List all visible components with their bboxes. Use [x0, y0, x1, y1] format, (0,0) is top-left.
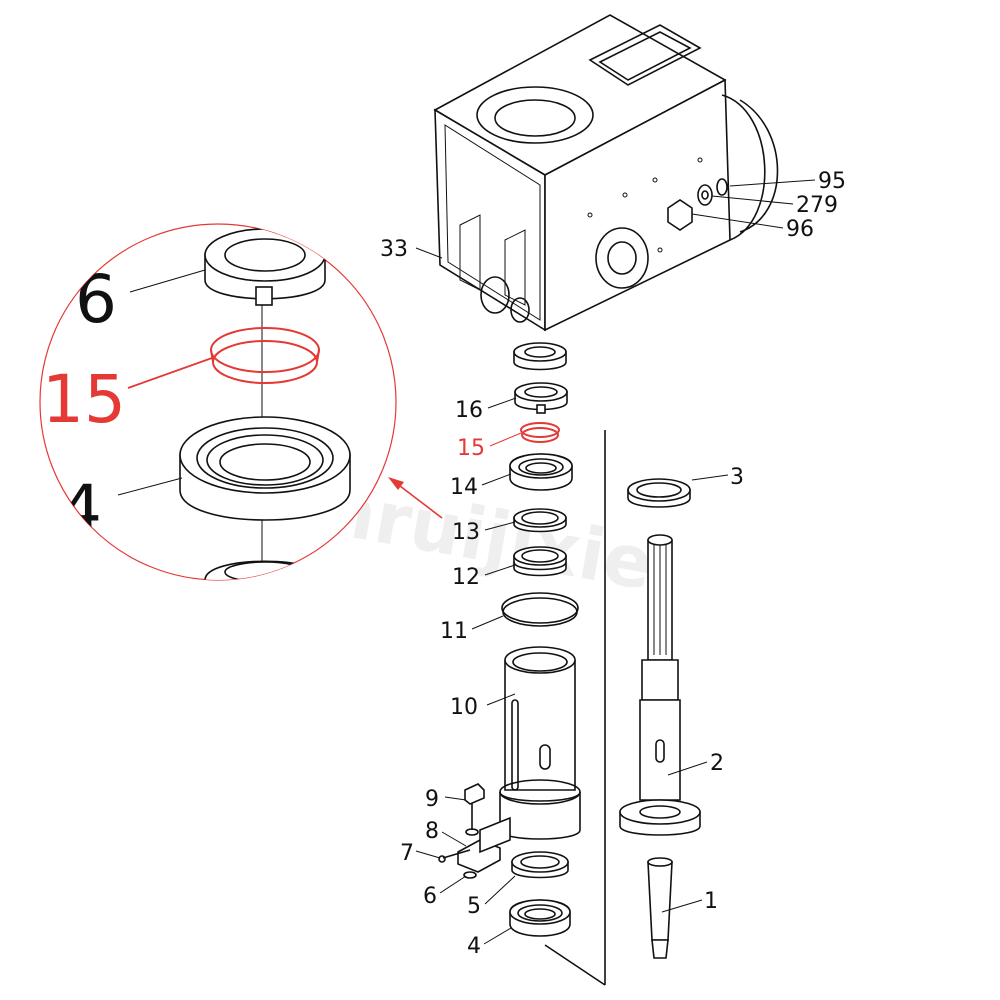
inset-pointer-arrow [388, 477, 443, 519]
label-3: 3 [730, 465, 744, 490]
part-14-bearing [509, 453, 573, 491]
label-7: 7 [400, 841, 414, 866]
label-13: 13 [452, 520, 480, 545]
top-nut [513, 342, 567, 371]
part-labels: 33 95 279 96 16 15 14 13 12 11 10 9 8 7 … [380, 169, 846, 959]
part-13-ring [513, 508, 567, 533]
part-15-ring [520, 422, 560, 443]
label-9: 9 [425, 787, 439, 812]
label-2: 2 [710, 751, 724, 776]
part-12-bearing [513, 546, 567, 577]
part-2-spindle [619, 534, 701, 836]
label-15: 15 [457, 436, 485, 461]
part-5-ring [511, 851, 569, 879]
part-10-quill [499, 646, 581, 840]
bolt-washer-group [667, 178, 728, 231]
label-33: 33 [380, 237, 408, 262]
part-4-bearing [509, 899, 571, 937]
leader-lines [415, 179, 816, 945]
part-11-ring [501, 592, 579, 627]
label-95: 95 [818, 169, 846, 194]
label-10: 10 [450, 695, 478, 720]
housing-33 [433, 14, 779, 332]
part-16 [514, 382, 568, 414]
part-3-ring [627, 478, 691, 508]
label-96: 96 [786, 217, 814, 242]
label-5: 5 [467, 894, 481, 919]
label-14: 14 [450, 475, 478, 500]
label-16: 16 [455, 398, 483, 423]
label-11: 11 [440, 619, 468, 644]
label-279: 279 [796, 193, 838, 218]
label-6: 6 [423, 884, 437, 909]
inset-magnifier: 6 15 4 [39, 223, 397, 581]
panel-divider-bottom [544, 944, 606, 986]
part-1-arbor [647, 857, 673, 959]
inset-label-4: 4 [60, 471, 102, 548]
inset-label-15: 15 [42, 361, 126, 438]
label-1: 1 [704, 889, 718, 914]
inset-label-16: 6 [75, 261, 117, 338]
label-8: 8 [425, 819, 439, 844]
label-12: 12 [452, 565, 480, 590]
label-4: 4 [467, 934, 481, 959]
